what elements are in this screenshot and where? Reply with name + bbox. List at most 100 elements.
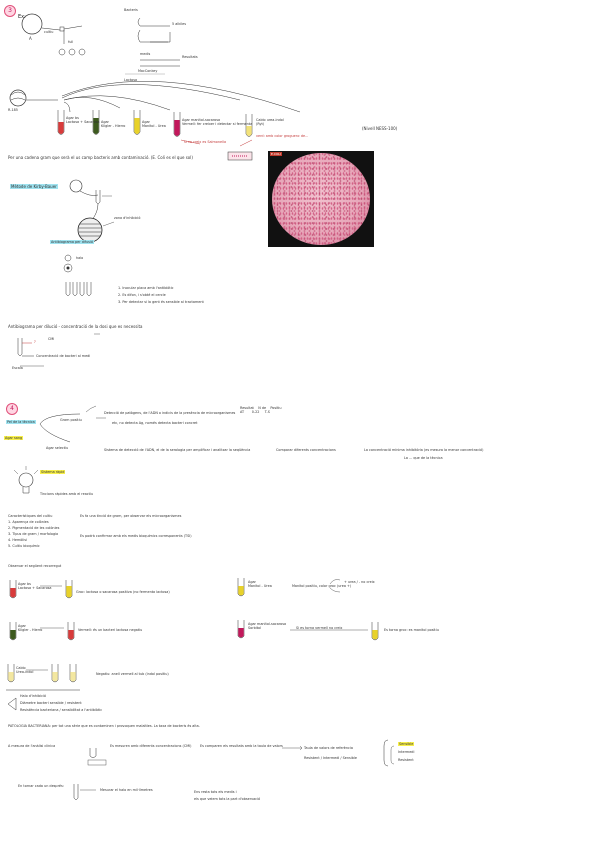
note-sheet: full (68, 40, 74, 44)
row2-sub: Kligler - Hierro (18, 628, 43, 633)
tube-note-2: verd: amb color groguenc de... (256, 134, 309, 138)
line-c4: La ... que de la tècnica (404, 456, 443, 460)
step-1: 1. Inocular placa amb l'antibiòtic (118, 286, 174, 290)
note-results: Resultats (182, 55, 198, 59)
observation-title: Observar el següent recorregut (8, 564, 62, 568)
row3-sub: Urea-indol (16, 670, 34, 675)
bottom-left-note: En tornar cada un després: (18, 784, 64, 788)
rrow2-extra: Es torna groc: es manitol positiu (384, 628, 439, 632)
bacteria-circle-sketch (21, 13, 43, 35)
rrow2-result: Si es torna vermell no creix (296, 626, 343, 630)
line-c3: La concentració mínima inhibitòria (es m… (364, 448, 484, 452)
list-item-1: 1. Aparença de colònies (8, 520, 49, 524)
brace-item-1-text: Sensible (398, 742, 415, 746)
dilution-line: Antibiograma per dilució - concentració … (8, 324, 142, 329)
arrow-question: ? (34, 340, 36, 344)
line-c2: Comparar diferents concentracions (276, 448, 336, 452)
tube-fill-1 (10, 588, 16, 598)
main-statement: Per una cadena gram que serà el us camp … (8, 155, 193, 160)
tube-label-1-sub: Lactosa + Sacarosa (66, 120, 100, 125)
arrow-list-1: Halo d'inhibició (20, 694, 46, 698)
step-2: 2. Es difon, i s'obté el cercle (118, 293, 166, 297)
brace-item-2: Intermedi (398, 750, 415, 754)
note-macconkey: MacConkey (138, 69, 158, 73)
method-mid: Es mesuren amb diferents concentracions … (110, 744, 192, 748)
tube-label-4-name: Agar manitol-sacarosa (182, 118, 221, 122)
brace-item-1: Sensible (398, 742, 415, 746)
tube-caldo (245, 114, 253, 137)
tube-agar-bs (57, 110, 65, 135)
row3-name: Caldo (16, 666, 26, 670)
rrow2-name: Agar manitol-sacarosa (248, 622, 287, 626)
table-cell-1: AT (240, 410, 245, 415)
row1-name: Agar bs (18, 582, 31, 586)
bottom-right-note-1: Ens resta tots els medis i (194, 790, 237, 794)
list-side-2: Es podrà confirmar amb els medis bioquím… (80, 534, 192, 538)
tube-agar-magenta (173, 112, 181, 137)
left-small: Escala (12, 366, 23, 370)
gram-note: Gram positiu (60, 418, 82, 422)
section-number-badge: 3 (4, 5, 16, 17)
reference-note: (Nivell NESS-100) (362, 126, 398, 131)
step-3: 3. Per detectar si la gent és sensible a… (118, 300, 204, 304)
section-number-badge-2: 4 (6, 403, 18, 415)
method-left: A mesura de l'anàlisi clínica (8, 744, 56, 748)
bottom-right-note-2: els que veiem tots la part d'observació (194, 797, 261, 801)
note-wall: 5 alkiles (172, 22, 186, 26)
tube-fill-4 (68, 630, 74, 640)
microscope-field (272, 153, 370, 245)
yellow-box-text: Sistema ràpid (40, 470, 66, 474)
arrow-list-2: Diàmetre bacteri sensible / resistent (20, 701, 82, 705)
note-culture: cultiu (44, 30, 54, 34)
dose-note: CMI (48, 337, 55, 341)
rrow1-extra: + urea / - no creix (344, 580, 375, 584)
method-mid2: Es comparen els resultats amb la taula d… (200, 744, 283, 748)
antibiogram-note: Antibiograma per difusió (50, 240, 94, 244)
side-label-blue-text: Agar sang (4, 436, 24, 440)
tube-fill-10 (372, 630, 378, 640)
line-a: Detecció de patògens, de l'ADN o indicis… (104, 411, 236, 415)
tube-label-4-sub: Vermell: fer creixer i detectar si ferme… (182, 122, 253, 127)
circle-label: A (29, 36, 32, 41)
row3-result: Negatiu: anell vermell al tub (indol pos… (96, 672, 169, 676)
list-item-4: 4. Hemòlisi (8, 538, 27, 542)
kirby-bauer-title-text: Mètode de Kirby-Bauer (10, 184, 58, 189)
list-item-5: 5. Cultiu bioquímic (8, 544, 40, 548)
note-lactose: Lactosa (124, 78, 138, 82)
tube-agar-green (92, 110, 100, 135)
tube-fill-5 (8, 672, 14, 682)
side-label-blue: Agar sang (4, 436, 24, 440)
row2-result: Vermell: és un bacteri lactosa negatiu (78, 628, 143, 632)
petri-sketch-small (69, 179, 83, 193)
technique-box: Pel de la tècnica (6, 420, 36, 424)
rrow2-sub: Sorbitol (248, 626, 262, 631)
bottom-mid-note: Mesurar el halo en mil·límetres (100, 788, 153, 792)
table-cell-3: T-S (264, 410, 270, 415)
method-right: Taula de valors de referència (304, 746, 353, 750)
tube-label-5: Caldo urea-indol(Ryt) (256, 118, 284, 126)
tube-label-2-sub: Kligler - Hierro (101, 124, 126, 129)
result-table: Resultat N de Positiu AT 0-22 T-S (240, 406, 282, 414)
kirby-bauer-title: Mètode de Kirby-Bauer (10, 184, 58, 189)
inhibition-note: zona d'inhibició (114, 216, 141, 220)
tube-label-5-name: Caldo urea-indol (256, 118, 284, 122)
row1-result: Groc: lactosa o sacarosa positiva (no fe… (76, 590, 170, 594)
rrow1-name: Agar (248, 580, 256, 584)
table-header-2: N de (258, 406, 267, 410)
tube-label-1-name: Agar bs (66, 116, 79, 120)
tube-fill-8 (238, 586, 244, 596)
culture-plate-sketch (9, 89, 27, 107)
technique-box-text: Pel de la tècnica (6, 420, 36, 424)
pathology-line: PATOLOGIA BACTERIANA: per tot una sèrie … (8, 724, 200, 728)
rrow1-result: Manitol positiu, color groc (urea +) (292, 584, 352, 588)
